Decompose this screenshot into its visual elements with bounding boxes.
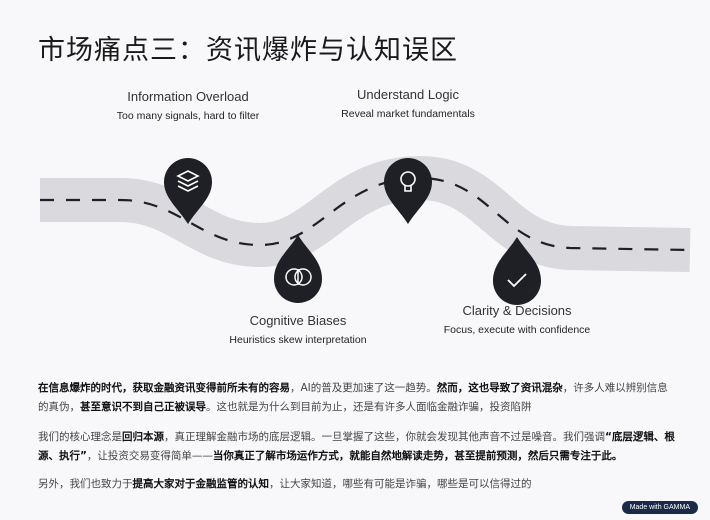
bold-text: 甚至意识不到自己正被误导 [80,401,206,413]
brain-icon [285,268,312,286]
roadmap-road [40,155,691,305]
step-understand-logic: Understand Logic Reveal market fundament… [333,86,483,121]
step-sub: Focus, execute with confidence [443,324,591,336]
bold-text: 提高大家对于金融监管的认知 [132,478,270,490]
step-heading: Information Overload [127,89,249,104]
bold-text: 然而，这也导致了资讯混杂 [436,382,563,394]
text: ，让投资交易变得简单—— [86,450,213,462]
pin-information-overload [164,158,212,224]
step-sub: Too many signals, hard to filter [116,110,260,122]
page-title: 市场痛点三：资讯爆炸与认知误区 [38,35,458,66]
paragraph-1: 在信息爆炸的时代，获取金融资讯变得前所未有的容易，AI的普及更加速了这一趋势。然… [38,379,678,417]
text: ，让大家知道，哪些有可能是诈骗，哪些是可以信得过的 [269,478,532,490]
step-sub: Reveal market fundamentals [341,108,475,120]
layers-icon [176,170,200,192]
paragraph-3: 另外，我们也致力于提高大家对于金融监管的认知，让大家知道，哪些有可能是诈骗，哪些… [38,475,678,494]
road-band [40,155,691,272]
pin-clarity-decisions [493,237,541,305]
bold-text: 当你真正了解市场运作方式，就能自然地解读走势，甚至提前预测，然后只需专注于此。 [212,450,623,462]
step-clarity-decisions: Clarity & Decisions Focus, execute with … [442,302,592,337]
bold-text: 在信息爆炸的时代，获取金融资讯变得前所未有的容易 [38,382,290,394]
text: 。这也就是为什么到目前为止，还是有许多人面临金融诈骗，投资陷阱 [206,401,532,413]
step-heading: Understand Logic [357,87,459,102]
step-sub: Heuristics skew interpretation [229,334,367,346]
paragraph-2: 我们的核心理念是回归本源，真正理解金融市场的底层逻辑。一旦掌握了这些，你就会发现… [38,428,678,466]
step-information-overload: Information Overload Too many signals, h… [113,88,263,123]
pin-understand-logic [384,158,432,224]
step-cognitive-biases: Cognitive Biases Heuristics skew interpr… [223,312,373,347]
bold-text: “底层逻辑、根源、执行” [38,431,675,462]
check-icon [507,273,527,288]
pin-cognitive-biases [274,235,322,303]
text: ，AI的普及更加速了这一趋势。 [290,382,437,394]
text: ，真正理解金融市场的底层逻辑。一旦掌握了这些，你就会发现其他声音不过是噪音。我们… [164,431,605,443]
text: 另外，我们也致力于 [38,478,133,490]
text: ，许多人难以辨别信息的真伪， [38,382,668,413]
made-with-badge[interactable]: Made with GAMMA [621,501,698,514]
road-center-dashes [40,176,691,252]
lightbulb-icon [400,171,416,192]
step-heading: Cognitive Biases [249,313,347,328]
text: 我们的核心理念是 [38,431,122,443]
bold-text: 回归本源 [122,431,164,443]
step-heading: Clarity & Decisions [462,303,572,318]
